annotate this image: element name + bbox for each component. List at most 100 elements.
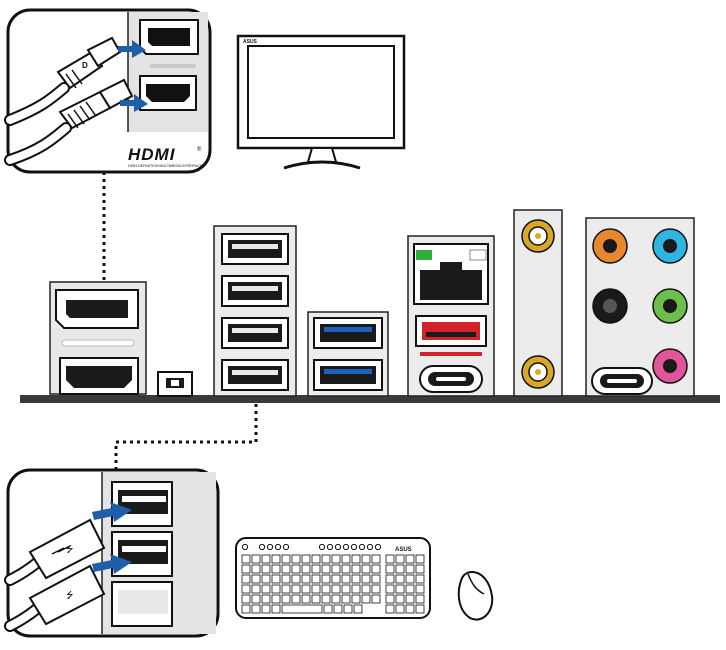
keyboard-key: [251, 584, 261, 594]
keyboard-key: [415, 564, 425, 574]
keyboard-key: [385, 584, 395, 594]
keyboard-key: [395, 554, 405, 564]
displayport-plug: D: [56, 36, 122, 90]
display-output-block: [49, 281, 147, 395]
keyboard-key: [291, 564, 301, 574]
monitor-icon: ASUS: [236, 34, 406, 170]
keyboard-key: [395, 604, 405, 614]
keyboard-key: [291, 584, 301, 594]
keyboard-key: [251, 554, 261, 564]
usb-a-port-4: [221, 359, 289, 391]
keyboard-key: [301, 594, 311, 604]
keyboard-key: [241, 554, 251, 564]
keyboard-key: [261, 584, 271, 594]
usb-c-port-2: [591, 367, 653, 395]
usb-plug-2: ⭍: [28, 564, 106, 626]
keyboard-key: [281, 584, 291, 594]
keyboard-key: [291, 574, 301, 584]
usb-3-port-1: [313, 317, 383, 349]
keyboard-key: [385, 554, 395, 564]
keyboard-media-key: [374, 543, 382, 551]
usb-a-stack: [213, 225, 297, 397]
audio-jack-pink: [652, 348, 688, 384]
keyboard-key: [311, 554, 321, 564]
keyboard-key: [271, 564, 281, 574]
arrow-right-icon: [118, 40, 146, 58]
lan-port: [413, 243, 489, 305]
keyboard-media-key: [342, 543, 350, 551]
inset-insert-arrows: [92, 502, 132, 574]
usb-a-port-3: [221, 317, 289, 349]
usb-connector-line: [114, 404, 258, 470]
keyboard-key: [311, 574, 321, 584]
keyboard-key: [371, 594, 381, 604]
keyboard-key: [241, 564, 251, 574]
keyboard-key: [261, 604, 271, 614]
keyboard-media-key: [326, 543, 334, 551]
keyboard-key: [271, 574, 281, 584]
keyboard-icon: ASUS: [235, 537, 431, 619]
keyboard-key: [405, 574, 415, 584]
keyboard-key: [361, 594, 371, 604]
usb-a-port-2: [221, 275, 289, 307]
keyboard-media-key: [366, 543, 374, 551]
audio-jack-orange: [592, 228, 628, 264]
keyboard-key: [351, 594, 361, 604]
keyboard-key: [415, 594, 425, 604]
keyboard-media-key: [241, 543, 249, 551]
keyboard-key: [405, 554, 415, 564]
keyboard-key: [351, 554, 361, 564]
keyboard-key: [405, 564, 415, 574]
keyboard-key: [271, 584, 281, 594]
keyboard-key: [385, 564, 395, 574]
keyboard-key: [281, 594, 291, 604]
inset-cables: [4, 82, 72, 166]
keyboard-key: [341, 584, 351, 594]
arrow-right-icon: [120, 94, 148, 112]
keyboard-key: [241, 604, 251, 614]
usb-symbol-icon: ⭍: [66, 544, 74, 554]
keyboard-key: [405, 594, 415, 604]
keyboard-key: [251, 564, 261, 574]
keyboard-key: [341, 594, 351, 604]
keyboard-key: [241, 574, 251, 584]
keyboard-key: [261, 554, 271, 564]
keyboard-key: [331, 564, 341, 574]
keyboard-key: [341, 574, 351, 584]
keyboard-key: [281, 564, 291, 574]
keyboard-key: [361, 584, 371, 594]
keyboard-key: [353, 604, 363, 614]
io-baseline-bar: [20, 395, 720, 403]
inset-usb-socket-2: [111, 531, 173, 577]
usb-a-red-port: [415, 315, 487, 347]
wifi-antenna-block: [513, 209, 563, 397]
keyboard-media-key: [358, 543, 366, 551]
monitor-brand: ASUS: [243, 39, 258, 45]
keyboard-key: [371, 574, 381, 584]
audio-jack-black: [592, 288, 628, 324]
keyboard-key: [301, 554, 311, 564]
usb-3-port-2: [313, 359, 383, 391]
keyboard-key: [341, 554, 351, 564]
keyboard-key: [415, 604, 425, 614]
keyboard-media-key: [266, 543, 274, 551]
keyboard-key: [415, 584, 425, 594]
arrow-right-icon: [92, 554, 132, 574]
keyboard-key: [415, 574, 425, 584]
keyboard-key: [361, 574, 371, 584]
inset-usb-socket-3: [111, 581, 173, 627]
keyboard-keys: [241, 554, 425, 614]
keyboard-key: [321, 564, 331, 574]
rear-io-panel: [20, 209, 720, 403]
keyboard-key: [395, 564, 405, 574]
keyboard-key: [321, 594, 331, 604]
keyboard-key: [271, 604, 281, 614]
inset-hdmi-socket: [139, 75, 197, 111]
keyboard-key: [291, 554, 301, 564]
inset-displayport-socket: [139, 19, 199, 55]
keyboard-key: [251, 604, 261, 614]
keyboard-key: [323, 604, 333, 614]
keyboard-key: [395, 584, 405, 594]
keyboard-key: [331, 594, 341, 604]
